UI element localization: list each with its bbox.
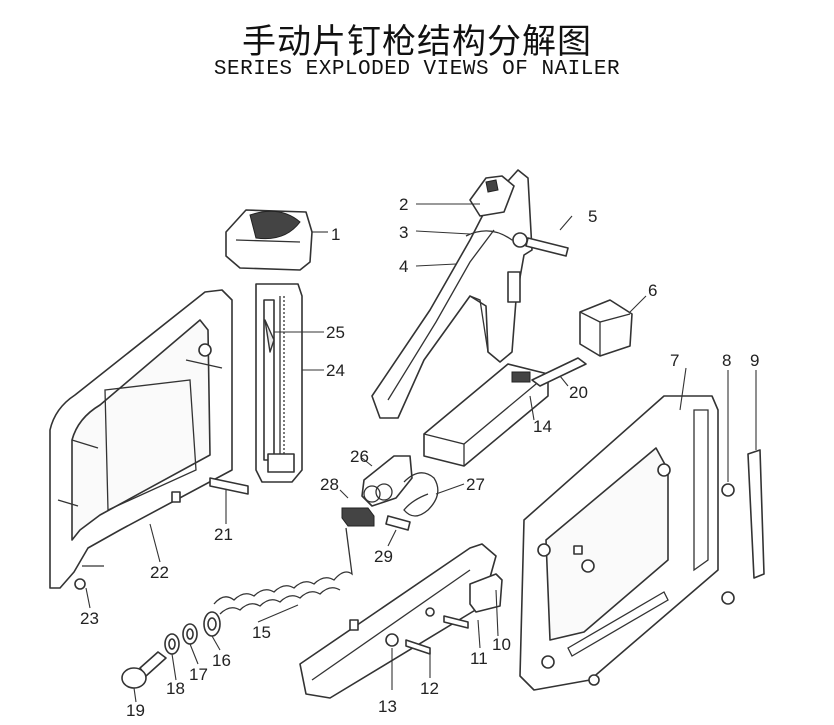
label-26: 26 (350, 447, 369, 466)
label-27: 27 (466, 475, 485, 494)
label-23: 23 (80, 609, 99, 628)
label-7: 7 (670, 351, 679, 370)
diagram-title-chinese: 手动片钉枪结构分解图 (242, 22, 592, 62)
label-17: 17 (189, 665, 208, 684)
leader-lines (85, 203, 757, 703)
part-9-strip (747, 449, 765, 579)
part-10-block (469, 573, 503, 613)
label-9: 9 (750, 351, 759, 370)
label-4: 4 (399, 257, 408, 276)
part-21-pin (209, 477, 249, 495)
part-18-nut (164, 633, 180, 655)
label-21: 21 (214, 525, 233, 544)
label-16: 16 (212, 651, 231, 670)
label-18: 18 (166, 679, 185, 698)
part-7-right-frame (519, 395, 719, 691)
part-23-pin (74, 565, 104, 590)
part-3-spring-wire (465, 230, 528, 248)
label-5: 5 (588, 207, 597, 226)
label-12: 12 (420, 679, 439, 698)
part-28-block (341, 507, 375, 527)
label-20: 20 (569, 383, 588, 402)
part-29-pin (385, 515, 411, 531)
label-28: 28 (320, 475, 339, 494)
label-24: 24 (326, 361, 345, 380)
label-19: 19 (126, 701, 145, 720)
label-25: 25 (326, 323, 345, 342)
part-20-strip (531, 357, 587, 387)
part-1-cap (225, 209, 313, 271)
part-15-spring (213, 527, 353, 615)
label-8: 8 (722, 351, 731, 370)
part-number-labels: 1 2 3 4 5 6 7 8 9 10 11 12 13 14 15 16 1… (80, 195, 759, 720)
label-29: 29 (374, 547, 393, 566)
label-11: 11 (470, 649, 488, 668)
part-16-washer (203, 611, 221, 637)
part-19-plunger (121, 651, 167, 689)
part-26-latch (361, 455, 413, 507)
part-6-block (579, 299, 633, 357)
label-22: 22 (150, 563, 169, 582)
diagram-title-english: SERIES EXPLODED VIEWS OF NAILER (213, 58, 621, 81)
label-2: 2 (399, 195, 408, 214)
label-3: 3 (399, 223, 408, 242)
part-27-spring (403, 472, 439, 517)
part-11-pin (443, 615, 469, 629)
part-22-left-frame (49, 289, 233, 589)
label-10: 10 (492, 635, 511, 654)
label-14: 14 (533, 417, 552, 436)
label-13: 13 (378, 697, 397, 716)
label-1: 1 (331, 225, 340, 244)
label-15: 15 (252, 623, 271, 642)
part-4-handle (371, 169, 533, 419)
part-2-trigger-top (469, 175, 515, 217)
label-6: 6 (648, 281, 657, 300)
part-14-tube (423, 363, 549, 467)
part-5-pin (525, 237, 569, 257)
part-8-nut (588, 483, 735, 686)
part-17-nut (182, 623, 198, 645)
part-24-rail (255, 283, 303, 483)
